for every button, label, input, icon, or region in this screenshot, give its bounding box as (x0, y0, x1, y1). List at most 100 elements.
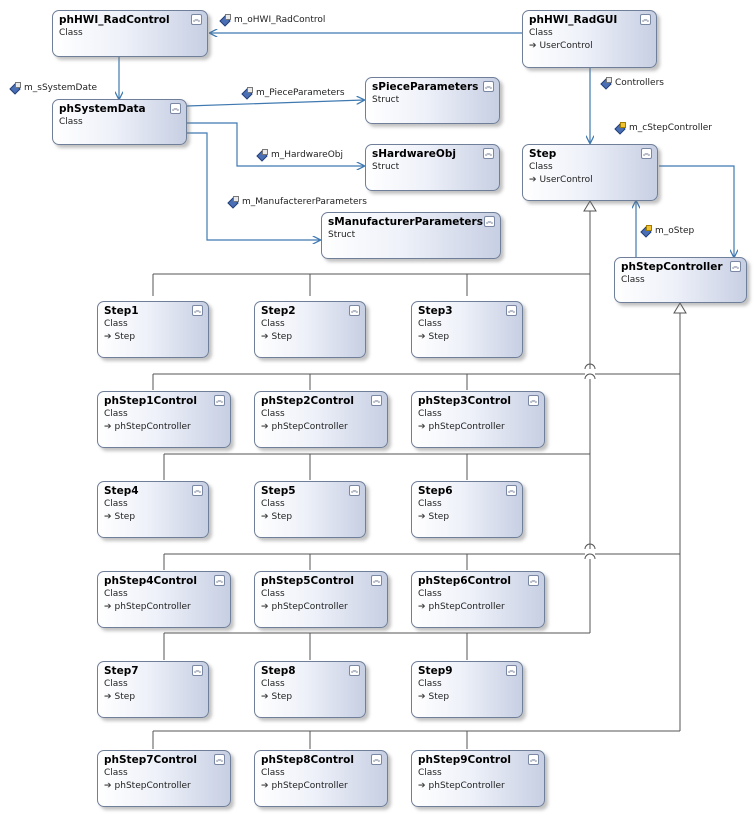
shape-kind: Class (418, 679, 442, 689)
assoc-label-controllers: Controllers (601, 77, 664, 89)
shape-kind: Class (529, 28, 553, 38)
class-shape-phsystemdata[interactable]: phSystemData Class ︽ (52, 99, 187, 145)
inherit-arrow-icon: ➔ (104, 512, 112, 522)
assoc-line-hardwareobj (187, 122, 364, 166)
shape-kind: Class (104, 409, 128, 419)
shape-name: phStep6Control (418, 575, 511, 587)
shape-base: ➔Step (104, 332, 136, 342)
shape-base: ➔phStepController (104, 781, 191, 791)
shape-kind: Class (104, 319, 128, 329)
chevron-double-up-icon[interactable]: ︽ (483, 148, 494, 159)
chevron-double-up-icon[interactable]: ︽ (641, 148, 652, 159)
assoc-label-m-manufactererparameters: m_ManufactererParameters (228, 196, 367, 208)
shape-base: ➔phStepController (418, 422, 505, 432)
shape-name: sPieceParameters (372, 81, 479, 93)
shape-base: ➔Step (418, 332, 450, 342)
shape-kind: Class (529, 162, 553, 172)
inherit-arrow-icon: ➔ (529, 41, 537, 51)
shape-kind: Class (261, 409, 285, 419)
inherit-arrow-icon: ➔ (104, 692, 112, 702)
class-shape-phstep1control[interactable]: phStep1Control Class ➔phStepController ︽ (97, 391, 231, 448)
shape-name: Step3 (418, 305, 453, 317)
chevron-double-up-icon[interactable]: ︽ (170, 103, 181, 114)
struct-shape-smanufacturerparameters[interactable]: sManufacturerParameters Struct ︽ (321, 212, 501, 259)
chevron-double-up-icon[interactable]: ︽ (371, 395, 382, 406)
chevron-double-up-icon[interactable]: ︽ (191, 14, 202, 25)
class-shape-phstep9control[interactable]: phStep9Control Class ➔phStepController ︽ (411, 750, 545, 807)
inherit-arrow-icon: ➔ (104, 422, 112, 432)
shape-kind: Class (261, 319, 285, 329)
chevron-double-up-icon[interactable]: ︽ (483, 81, 494, 92)
struct-shape-shardwareobj[interactable]: sHardwareObj Struct ︽ (365, 144, 500, 191)
chevron-double-up-icon[interactable]: ︽ (192, 305, 203, 316)
shape-kind: Class (104, 768, 128, 778)
chevron-double-up-icon[interactable]: ︽ (528, 575, 539, 586)
shape-base: ➔phStepController (104, 602, 191, 612)
class-shape-phhwi-radgui[interactable]: phHWI_RadGUI Class ➔UserControl ︽ (522, 10, 657, 68)
chevron-double-up-icon[interactable]: ︽ (528, 395, 539, 406)
class-shape-step2[interactable]: Step2 Class ➔Step ︽ (254, 301, 366, 358)
class-shape-step8[interactable]: Step8 Class ➔Step ︽ (254, 661, 366, 718)
class-shape-step7[interactable]: Step7 Class ➔Step ︽ (97, 661, 209, 718)
inherit-arrow-icon: ➔ (261, 781, 269, 791)
assoc-line-stepcontroller (659, 165, 734, 257)
shape-name: Step2 (261, 305, 296, 317)
class-shape-phstep3control[interactable]: phStep3Control Class ➔phStepController ︽ (411, 391, 545, 448)
class-shape-step9[interactable]: Step9 Class ➔Step ︽ (411, 661, 523, 718)
shape-base: ➔Step (261, 332, 293, 342)
class-shape-phstep7control[interactable]: phStep7Control Class ➔phStepController ︽ (97, 750, 231, 807)
class-shape-phhwi-radcontrol[interactable]: phHWI_RadControl Class ︽ (52, 10, 208, 57)
chevron-double-up-icon[interactable]: ︽ (506, 305, 517, 316)
chevron-double-up-icon[interactable]: ︽ (506, 485, 517, 496)
chevron-double-up-icon[interactable]: ︽ (349, 665, 360, 676)
shape-name: phStep5Control (261, 575, 354, 587)
shape-base: ➔Step (418, 692, 450, 702)
shape-name: phHWI_RadControl (59, 14, 170, 26)
class-shape-step3[interactable]: Step3 Class ➔Step ︽ (411, 301, 523, 358)
class-shape-step5[interactable]: Step5 Class ➔Step ︽ (254, 481, 366, 538)
chevron-double-up-icon[interactable]: ︽ (214, 754, 225, 765)
chevron-double-up-icon[interactable]: ︽ (214, 395, 225, 406)
struct-shape-spieceparameters[interactable]: sPieceParameters Struct ︽ (365, 77, 500, 124)
shape-name: phStep8Control (261, 754, 354, 766)
shape-base: ➔Step (418, 512, 450, 522)
chevron-double-up-icon[interactable]: ︽ (214, 575, 225, 586)
class-shape-step[interactable]: Step Class ➔UserControl ︽ (522, 144, 658, 201)
shape-kind: Class (418, 499, 442, 509)
inherit-arrow-icon: ➔ (418, 781, 426, 791)
chevron-double-up-icon[interactable]: ︽ (349, 305, 360, 316)
inherit-arrow-icon: ➔ (104, 332, 112, 342)
chevron-double-up-icon[interactable]: ︽ (349, 485, 360, 496)
shape-base: ➔phStepController (261, 781, 348, 791)
chevron-double-up-icon[interactable]: ︽ (371, 754, 382, 765)
class-shape-step4[interactable]: Step4 Class ➔Step ︽ (97, 481, 209, 538)
chevron-double-up-icon[interactable]: ︽ (730, 261, 741, 272)
chevron-double-up-icon[interactable]: ︽ (506, 665, 517, 676)
class-shape-phstep8control[interactable]: phStep8Control Class ➔phStepController ︽ (254, 750, 388, 807)
class-shape-phstep5control[interactable]: phStep5Control Class ➔phStepController ︽ (254, 571, 388, 628)
class-shape-phstep6control[interactable]: phStep6Control Class ➔phStepController ︽ (411, 571, 545, 628)
shape-base: ➔Step (261, 692, 293, 702)
class-shape-phstepcontroller[interactable]: phStepController Class ︽ (614, 257, 747, 303)
shape-name: sManufacturerParameters (328, 216, 483, 228)
chevron-double-up-icon[interactable]: ︽ (371, 575, 382, 586)
chevron-double-up-icon[interactable]: ︽ (192, 485, 203, 496)
shape-kind: Struct (372, 95, 400, 105)
class-shape-step1[interactable]: Step1 Class ➔Step ︽ (97, 301, 209, 358)
inherit-arrow-icon: ➔ (418, 512, 426, 522)
chevron-double-up-icon[interactable]: ︽ (640, 14, 651, 25)
shape-name: sHardwareObj (372, 148, 456, 160)
class-shape-phstep2control[interactable]: phStep2Control Class ➔phStepController ︽ (254, 391, 388, 448)
class-shape-step6[interactable]: Step6 Class ➔Step ︽ (411, 481, 523, 538)
shape-kind: Class (59, 28, 83, 38)
chevron-double-up-icon[interactable]: ︽ (484, 216, 495, 227)
shape-kind: Class (261, 589, 285, 599)
inherit-arrow-icon: ➔ (261, 602, 269, 612)
shape-kind: Class (418, 768, 442, 778)
field-icon (242, 87, 253, 97)
class-shape-phstep4control[interactable]: phStep4Control Class ➔phStepController ︽ (97, 571, 231, 628)
chevron-double-up-icon[interactable]: ︽ (192, 665, 203, 676)
chevron-double-up-icon[interactable]: ︽ (528, 754, 539, 765)
